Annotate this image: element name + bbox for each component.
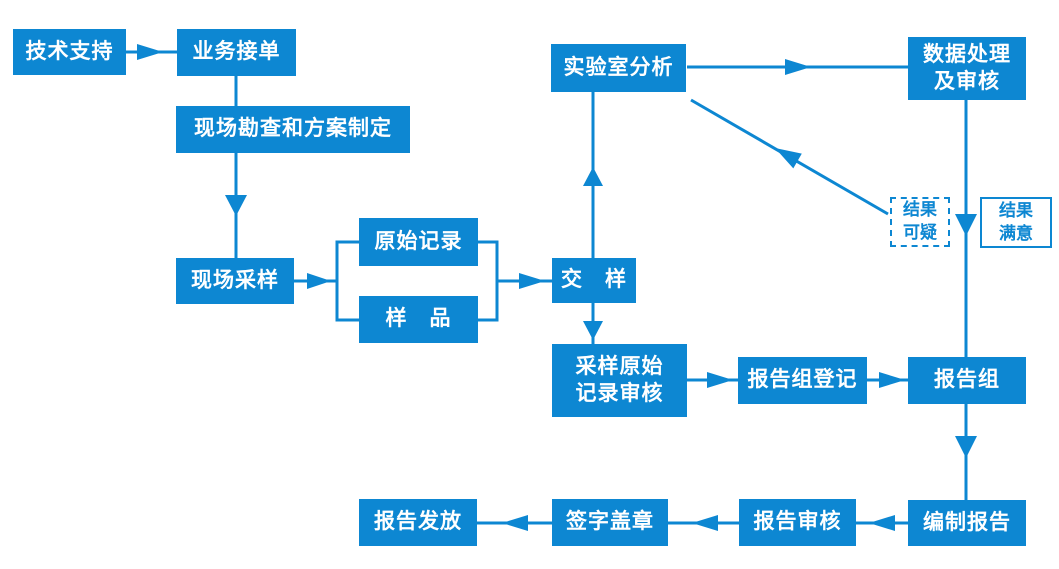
node-sample-delivery: 交 样 — [552, 258, 636, 303]
label-result-satisfactory: 结果 满意 — [980, 197, 1052, 248]
edge-sampling-to-branch — [294, 273, 337, 289]
node-sampling-record-review: 采样原始 记录审核 — [552, 344, 687, 417]
node-sample: 样 品 — [359, 296, 478, 343]
label-result-suspect: 结果 可疑 — [890, 197, 950, 247]
edge-reportgroup-to-compile — [955, 404, 977, 500]
edge-survey-to-sampling — [225, 153, 247, 258]
node-report-group: 报告组 — [908, 357, 1026, 404]
node-lab-analysis: 实验室分析 — [551, 44, 686, 92]
edge-dataproc-to-reportgroup — [955, 100, 977, 357]
edge-suspect-back-to-lab — [690, 98, 889, 216]
node-report-compilation: 编制报告 — [908, 500, 1026, 546]
node-report-review: 报告审核 — [739, 499, 856, 546]
node-data-processing: 数据处理 及审核 — [908, 37, 1026, 100]
node-original-records: 原始记录 — [359, 218, 478, 266]
edge-review-to-sign — [668, 515, 739, 531]
edge-samplereview-to-registration — [687, 372, 738, 388]
branch-bracket-left — [335, 240, 359, 322]
node-sign-and-seal: 签字盖章 — [552, 499, 668, 546]
branch-bracket-right — [478, 240, 499, 322]
edge-tech-to-order — [126, 44, 177, 60]
node-tech-support: 技术支持 — [13, 29, 126, 75]
node-field-sampling: 现场采样 — [176, 258, 294, 304]
edge-compile-to-review — [856, 515, 908, 531]
edge-sign-to-issue — [477, 515, 552, 531]
edge-branch-to-deliver — [497, 273, 552, 289]
node-site-survey: 现场勘查和方案制定 — [176, 106, 410, 153]
edge-deliver-to-samplereview — [583, 303, 603, 344]
node-report-registration: 报告组登记 — [738, 357, 867, 404]
edge-registration-to-reportgroup — [867, 372, 908, 388]
edge-deliver-to-lab — [583, 92, 603, 258]
node-order-intake: 业务接单 — [177, 29, 296, 76]
node-report-issuance: 报告发放 — [359, 499, 477, 546]
edge-lab-to-dataproc — [687, 59, 908, 75]
